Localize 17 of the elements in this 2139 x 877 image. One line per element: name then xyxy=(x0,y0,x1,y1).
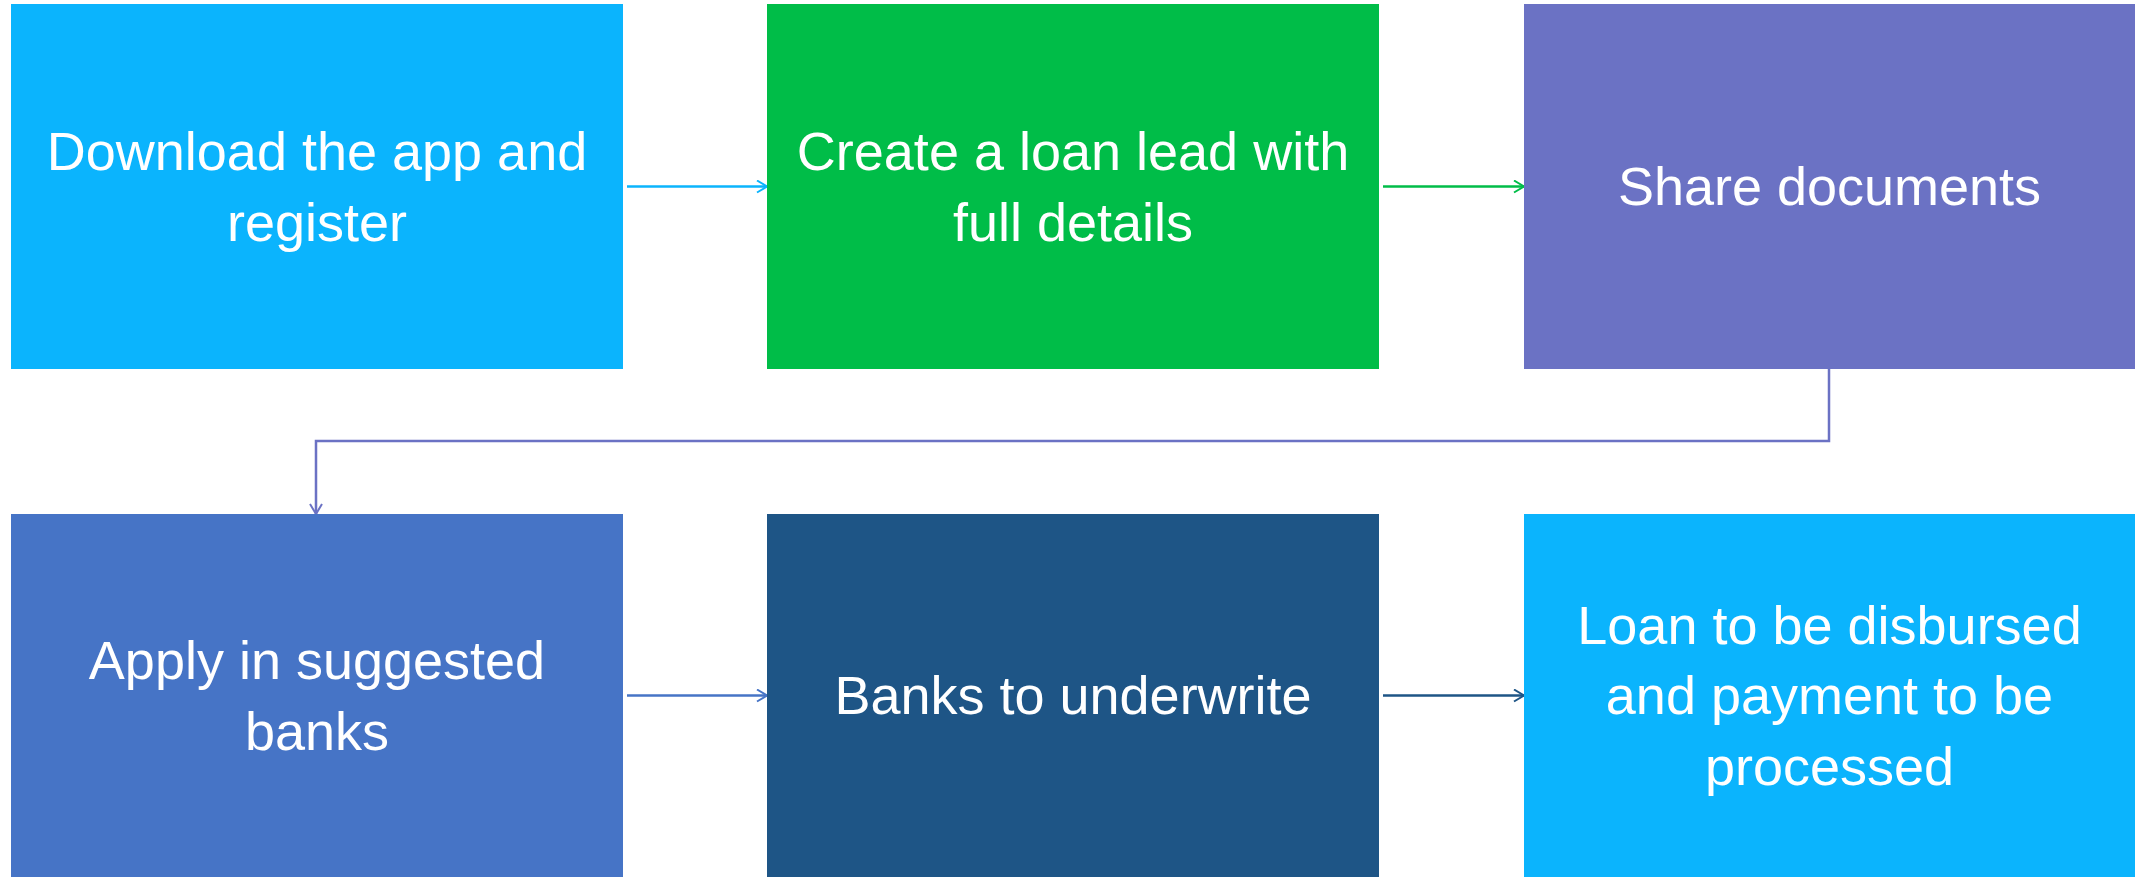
arrow xyxy=(1383,688,1525,703)
process-box xyxy=(767,4,1379,369)
step-text: Loan to be disbursed and payment to be processed xyxy=(1576,594,2083,798)
arrow xyxy=(627,179,768,194)
process-box xyxy=(11,4,623,369)
step-text: Create a loan lead with full details xyxy=(795,120,1351,254)
step-text: Download the app and register xyxy=(45,120,589,254)
arrow xyxy=(1383,179,1525,194)
step-text: Apply in suggested banks xyxy=(87,629,547,763)
step-text: Banks to underwrite xyxy=(834,664,1312,728)
arrow xyxy=(627,688,768,703)
process-box xyxy=(1524,514,2135,877)
process-box xyxy=(11,514,623,877)
process-box xyxy=(1524,4,2135,369)
arrow xyxy=(309,369,1831,515)
step-text: Share documents xyxy=(1617,155,2042,219)
process-box xyxy=(767,514,1379,877)
